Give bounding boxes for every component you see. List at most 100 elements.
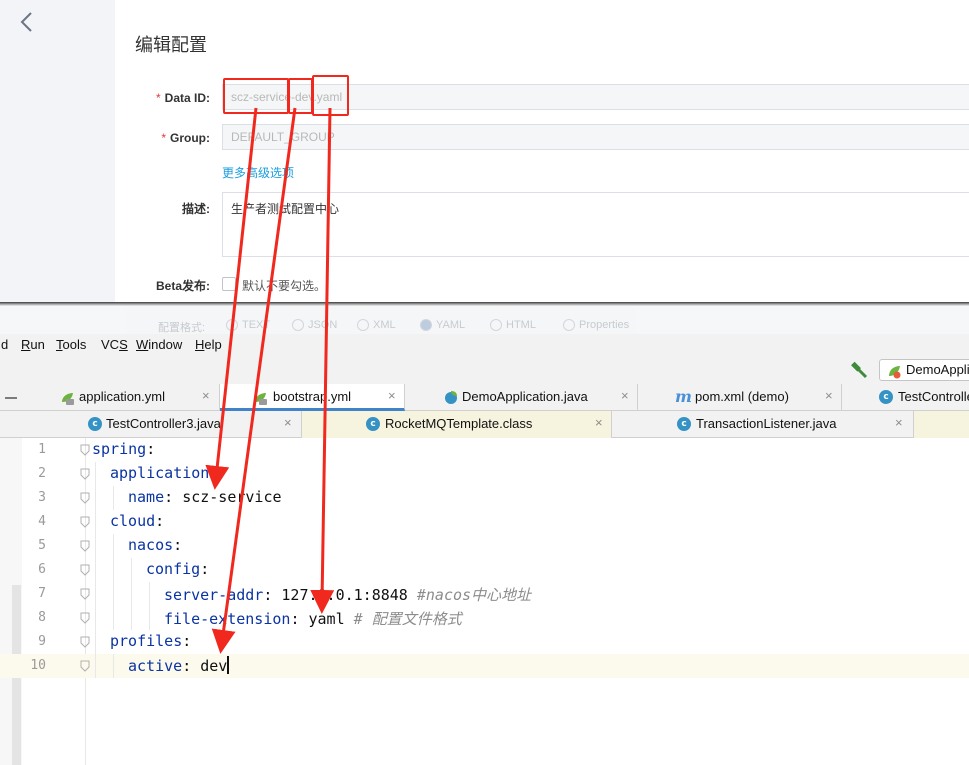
yaml-key: active <box>128 657 183 675</box>
fold-marker-icon[interactable] <box>80 660 90 672</box>
beta-checkbox[interactable] <box>222 277 236 291</box>
fold-marker-icon[interactable] <box>80 492 90 504</box>
data-id-input[interactable]: scz-service-dev.yaml <box>222 84 969 110</box>
menu-item-window[interactable]: Window <box>136 337 183 352</box>
class-icon: c <box>879 390 893 404</box>
indent-guide <box>113 534 114 558</box>
fold-marker-icon[interactable] <box>80 468 90 480</box>
indent-guide <box>95 558 96 582</box>
format-radio-text[interactable] <box>226 319 238 331</box>
tab-close-icon[interactable]: × <box>284 415 292 430</box>
line-number: 1 <box>38 442 46 457</box>
menu-item-vcs[interactable]: VCS <box>101 337 128 352</box>
code-text: spring: <box>92 440 156 458</box>
class-icon: c <box>677 417 691 431</box>
ide-window: 配置格式: TEXT JSON XML YAML HTML Properties… <box>0 302 969 765</box>
run-configuration-selector[interactable]: DemoApplication <box>879 359 969 381</box>
data-id-label-text: Data ID: <box>164 91 210 105</box>
tab-close-icon[interactable]: × <box>895 415 903 430</box>
menu-item-help[interactable]: Help <box>195 337 222 352</box>
tab-label: TestController <box>898 389 969 404</box>
tab-overflow[interactable] <box>914 411 969 438</box>
tab-label: pom.xml (demo) <box>695 389 789 404</box>
menu-item-build[interactable]: d <box>1 337 8 352</box>
tab-close-icon[interactable]: × <box>825 388 833 403</box>
code-text: name: scz-service <box>128 488 282 506</box>
tab-demoapplication-java[interactable]: DemoApplication.java × <box>405 384 638 411</box>
menu-item-run[interactable]: Run <box>21 337 45 352</box>
required-asterisk: * <box>155 91 161 105</box>
tab-close-icon[interactable]: × <box>202 388 210 403</box>
spring-boot-icon <box>889 366 901 379</box>
tab-testcontroller[interactable]: c TestController <box>842 384 969 411</box>
format-radio-yaml[interactable] <box>420 319 432 331</box>
tab-bootstrap-yml[interactable]: bootstrap.yml × <box>220 384 405 411</box>
tab-label: RocketMQTemplate.class <box>385 416 533 431</box>
indent-guide <box>113 582 114 606</box>
fold-marker-icon[interactable] <box>80 564 90 576</box>
fold-marker-icon[interactable] <box>80 444 90 456</box>
code-line[interactable]: 4 cloud: <box>0 510 969 534</box>
fold-marker-icon[interactable] <box>80 612 90 624</box>
collapse-icon[interactable] <box>4 390 18 404</box>
code-text: application: <box>110 464 219 482</box>
build-hammer-icon[interactable] <box>850 361 868 379</box>
line-number: 3 <box>38 490 46 505</box>
line-number: 4 <box>38 514 46 529</box>
tab-pom-xml[interactable]: m pom.xml (demo) × <box>638 384 842 411</box>
back-arrow-icon[interactable] <box>14 8 38 36</box>
tab-label: bootstrap.yml <box>273 389 352 404</box>
code-text: cloud: <box>110 512 165 530</box>
tab-close-icon[interactable]: × <box>621 388 629 403</box>
yaml-key: file-extension <box>164 610 291 628</box>
tab-testcontroller3-java[interactable]: c TestController3.java × <box>22 411 302 438</box>
editor-tabs-row-2: c TestController3.java × c RocketMQTempl… <box>0 411 969 438</box>
tab-label: DemoApplication.java <box>462 389 588 404</box>
fold-marker-icon[interactable] <box>80 588 90 600</box>
indent-guide <box>95 534 96 558</box>
format-option-html: HTML <box>506 319 536 331</box>
code-line[interactable]: 3 name: scz-service <box>0 486 969 510</box>
description-label: 描述: <box>182 202 210 216</box>
fold-marker-icon[interactable] <box>80 636 90 648</box>
fold-marker-icon[interactable] <box>80 516 90 528</box>
tab-transactionlistener-java[interactable]: c TransactionListener.java × <box>612 411 914 438</box>
format-radio-json[interactable] <box>292 319 304 331</box>
description-textarea[interactable]: 生产者测试配置中心 <box>222 192 969 257</box>
indent-guide <box>113 486 114 510</box>
menu-label: d <box>1 337 9 352</box>
line-number: 6 <box>38 562 46 577</box>
format-radio-properties[interactable] <box>563 319 575 331</box>
tab-application-yml[interactable]: application.yml × <box>22 384 220 411</box>
code-text: active: dev <box>128 656 230 675</box>
data-id-label: *Data ID: <box>110 91 210 105</box>
menu-item-tools[interactable]: Tools <box>56 337 87 352</box>
screenshot-divider <box>0 302 969 306</box>
code-line[interactable]: 1 spring: <box>0 438 969 462</box>
yaml-key: nacos <box>128 536 174 554</box>
required-asterisk: * <box>161 131 166 145</box>
yaml-key: spring <box>92 440 147 458</box>
group-input[interactable]: DEFAULT_GROUP <box>222 124 969 150</box>
tab-rocketmqtemplate-class[interactable]: c RocketMQTemplate.class × <box>302 411 612 438</box>
tab-close-icon[interactable]: × <box>388 388 396 403</box>
yaml-value: scz-service <box>182 488 282 506</box>
format-radio-xml[interactable] <box>357 319 369 331</box>
advanced-options-link[interactable]: 更多高级选项 <box>222 166 295 180</box>
code-text: profiles: <box>110 632 192 650</box>
tab-close-icon[interactable]: × <box>595 415 603 430</box>
fold-marker-icon[interactable] <box>80 540 90 552</box>
yaml-key: application <box>110 464 210 482</box>
yaml-value: yaml <box>308 610 345 628</box>
yaml-comment: # 配置文件格式 <box>353 610 462 628</box>
format-radio-html[interactable] <box>490 319 502 331</box>
